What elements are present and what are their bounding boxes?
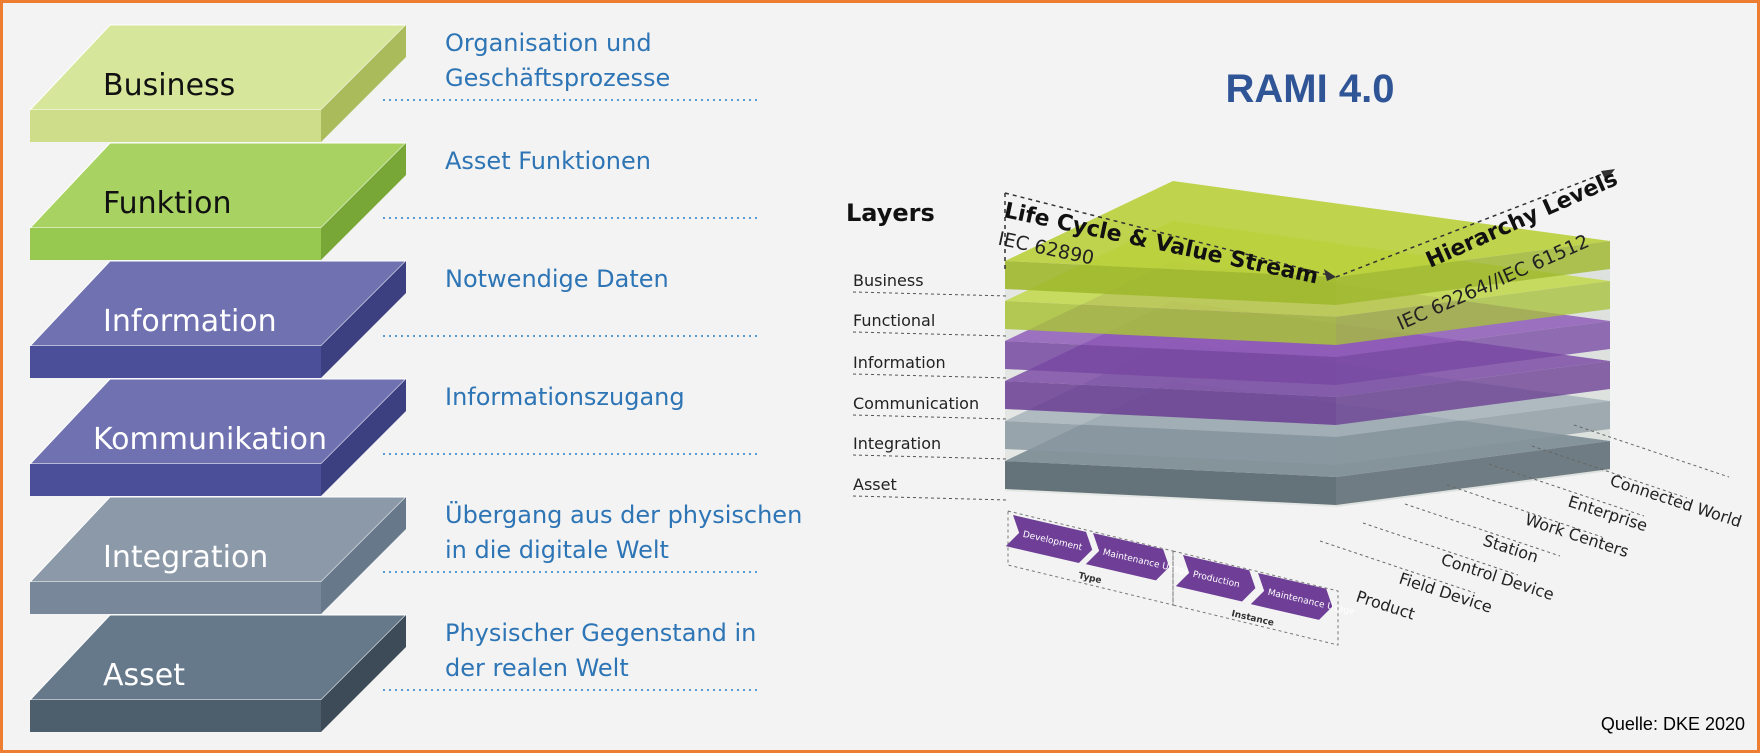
slab-label: Kommunikation (93, 422, 327, 457)
rami-layer-leader (852, 291, 1009, 297)
rami-layer-leader (852, 331, 1009, 337)
rami-layer-asset-front (1005, 461, 1336, 505)
source-note: Quelle: DKE 2020 (1601, 714, 1745, 734)
layer-slab: Kommunikation Informationszugang (28, 378, 757, 496)
rami-layer-functional-front (1005, 301, 1336, 345)
slab-side-face (321, 379, 406, 496)
slab-front-face (30, 346, 321, 378)
slab-label: Asset (103, 658, 185, 693)
slab-label: Funktion (103, 186, 231, 221)
instance-bracket (1172, 550, 1339, 646)
process-step-shape (1175, 555, 1256, 602)
layer-slab: Funktion Asset Funktionen (28, 142, 757, 260)
slab-front-face (30, 464, 321, 496)
slab-side-face (321, 261, 406, 378)
rami-layer-communication-side (1336, 361, 1610, 425)
rami-layer-label: Asset (853, 475, 897, 494)
process-step-shape (1250, 573, 1333, 620)
layer-slab: Information Notwendige Daten (28, 260, 757, 378)
slab-description-line1: Physischer Gegenstand in (445, 619, 756, 647)
diagram-title: RAMI 4.0 (1226, 67, 1395, 111)
rami-layer-leader (852, 373, 1009, 379)
slab-description-line1: Organisation und (445, 29, 652, 57)
type-bracket (1007, 510, 1174, 606)
rami-layer-information-front (1005, 341, 1336, 385)
slab-description-line1: Informationszugang (445, 383, 685, 411)
slab-label: Information (103, 304, 277, 339)
rami-layer-business-top (1005, 181, 1610, 277)
rami-layer-business-front (1005, 261, 1336, 305)
rami-layer-leader (852, 414, 1009, 420)
slab-description-line2: in die digitale Welt (445, 536, 669, 564)
rami-layers-title: Layers (846, 199, 935, 227)
rami-layer-leader (852, 495, 1009, 501)
hierarchy-level-label: Station (1481, 531, 1541, 567)
rami-layer-label: Business (853, 271, 924, 290)
rami-layer-integration-front (1005, 421, 1336, 465)
rami-layer-label: Communication (853, 394, 979, 413)
slab-front-face (30, 582, 321, 614)
layer-stack: Business Organisation undGeschäftsprozess… (28, 24, 802, 732)
layer-slab: Asset Physischer Gegenstand in der realen … (28, 614, 757, 732)
slab-front-face (30, 110, 321, 142)
diagram-canvas: Business Organisation undGeschäftsprozess… (28, 24, 1745, 734)
slab-description-line1: Übergang aus der physischen (445, 500, 802, 529)
rami-cube (1004, 169, 1615, 507)
rami-layer-business-side (1336, 241, 1610, 305)
layer-slab: Business Organisation undGeschäftsprozess… (28, 24, 757, 142)
slab-description-line1: Notwendige Daten (445, 265, 669, 293)
slab-front-face (30, 228, 321, 260)
process-step-shape (1085, 533, 1170, 581)
slab-side-face (321, 497, 406, 614)
slab-label: Business (103, 68, 235, 103)
layer-slab: Integration Übergang aus der physischen in… (28, 496, 802, 614)
rami-layer-leader (852, 454, 1009, 460)
rami-layer-asset-side (1336, 441, 1610, 505)
process-step: Development (1005, 515, 1093, 564)
rami-layer-labels: BusinessFunctionalInformationCommunicati… (852, 271, 1009, 501)
slab-label: Integration (103, 540, 268, 575)
rami-layer-label: Information (853, 353, 946, 372)
slab-side-face (321, 25, 406, 142)
rami-layer-label: Integration (853, 434, 941, 453)
rami-layer-functional-side (1336, 281, 1610, 345)
lifecycle-axis (1004, 192, 1337, 278)
hierarchy-level-label: Product (1354, 587, 1418, 624)
process-step: Production (1175, 555, 1256, 602)
rami-layer-information-side (1336, 321, 1610, 385)
hierarchy-arrowhead (1601, 169, 1615, 181)
rami-layer-label: Functional (853, 311, 935, 330)
slab-description-line2: der realen Welt (445, 654, 629, 682)
slab-description-line1: Asset Funktionen (445, 147, 651, 175)
lifecycle-arrowhead (1324, 269, 1336, 281)
rami-layer-communication-front (1005, 381, 1336, 425)
slab-side-face (321, 143, 406, 260)
instance-label: Instance (1230, 609, 1274, 628)
slab-description-line2: Geschäftsprozesse (445, 64, 670, 92)
type-label: Type (1077, 571, 1102, 586)
slab-front-face (30, 700, 321, 732)
slab-side-face (321, 615, 406, 732)
hierarchy-axis (1335, 170, 1611, 278)
rami-layer-integration-side (1336, 401, 1610, 465)
process-step-shape (1005, 515, 1093, 564)
process-step: Maintenance Usage (1085, 533, 1191, 581)
